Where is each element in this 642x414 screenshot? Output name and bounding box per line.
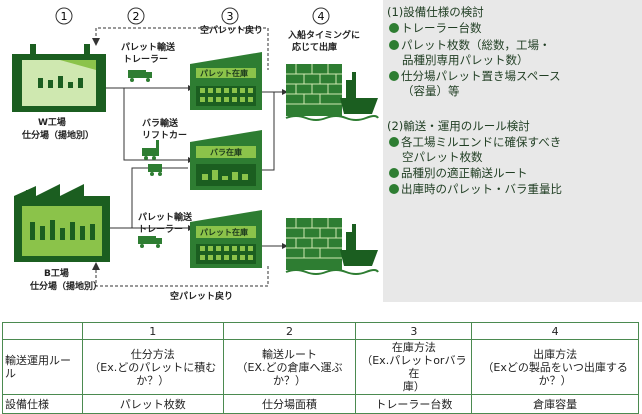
- svg-text:1: 1: [61, 10, 68, 23]
- trailer-icon-2: [138, 236, 162, 248]
- cell-line: か？）: [136, 373, 170, 387]
- table-row: 輸送運用ルール 仕分方法 （Ex.どのパレットに積む か？） 輸送ルート （EX…: [2, 339, 639, 395]
- table-cell: 輸送ルート （EX.どの倉庫へ運ぶか？）: [222, 339, 357, 395]
- section2-title: (2)輸送・運用のルール検討: [387, 119, 530, 133]
- return-arrowhead-bottom: [92, 262, 100, 270]
- svg-text:3: 3: [227, 10, 234, 23]
- pier-ship-bottom: [285, 218, 379, 275]
- table-column-header: 4: [471, 322, 639, 340]
- route-lines: [106, 87, 282, 247]
- cell-line: か？）: [538, 373, 572, 387]
- factory-w-label: W工場 仕分場（揚地別）: [21, 116, 94, 141]
- pier-ship-top: [285, 64, 379, 121]
- warehouse-pallet-2-label: パレット在庫: [200, 227, 248, 237]
- cell-line: 出庫方法: [533, 347, 578, 361]
- svg-text:2: 2: [133, 10, 140, 23]
- section2-item-2: 品種別の適正輸送ルート: [389, 165, 528, 181]
- section1-item-3-cont: （容量）等: [402, 84, 460, 98]
- table-column-header: 1: [81, 322, 224, 340]
- pallet-trailer-label-1: パレット輸送 トレーラー: [121, 41, 178, 65]
- table-column-header: 3: [355, 322, 473, 340]
- factory-b-illustration: [14, 184, 110, 262]
- warehouse-pallet-1-label: パレット在庫: [200, 68, 248, 78]
- bulk-forklift-label: バラ輸送 リフトカー: [142, 117, 187, 141]
- empty-pallet-return-bottom-label: 空パレット戻り: [170, 290, 233, 302]
- table-cell: 出庫方法 （Exどの製品をいつ出庫する か？）: [471, 339, 639, 395]
- cell-line: （Ex.どのパレットに積む: [89, 360, 217, 374]
- factory-w-illustration: [12, 44, 106, 112]
- empty-pallet-return-path: [95, 27, 269, 287]
- cell-line: 在庫方法: [391, 341, 436, 354]
- step-number-4: 4: [312, 7, 330, 25]
- table-cell: 仕分場面積: [222, 394, 357, 414]
- section1-title: (1)設備仕様の検討: [387, 5, 484, 19]
- section1-item-3: 仕分場パレット置き場スペース: [389, 68, 561, 84]
- logistics-flow-diagram: 1 2 3 4 空パレット戻り 空パレット戻り W工場 仕分場（揚地別）: [12, 7, 379, 302]
- warehouse-bulk-label: バラ在庫: [210, 147, 242, 157]
- table-corner-cell: [2, 322, 83, 340]
- operations-spec-table: 1 2 3 4 輸送運用ルール 仕分方法 （Ex.どのパレットに積む か？） 輸…: [2, 322, 639, 414]
- step-number-2: 2: [127, 7, 145, 25]
- table-cell: パレット枚数: [81, 394, 224, 414]
- cell-line: 庫）: [402, 380, 425, 393]
- trailer-icon: [128, 70, 152, 82]
- section2-item-1: 各工場ミルエンドに確保すべき: [389, 134, 561, 150]
- warehouse-pallet-2: [190, 210, 262, 268]
- warehouse-bulk: [190, 130, 262, 190]
- section1-item-1: トレーラー台数: [389, 20, 482, 36]
- cell-line: （EX.どの倉庫へ運ぶか？）: [236, 360, 343, 387]
- section1-item-2-cont: 品種別専用パレット数）: [402, 53, 529, 67]
- table-cell: 仕分方法 （Ex.どのパレットに積む か？）: [81, 339, 224, 395]
- table-header-row: 1 2 3 4: [2, 322, 639, 340]
- step-number-1: 1: [55, 7, 73, 25]
- section2-item-1-cont: 空パレット枚数: [402, 150, 483, 164]
- review-points-panel: (1)設備仕様の検討 トレーラー台数 パレット枚数（総数，工場・ 品種別専用パレ…: [383, 0, 642, 302]
- ship-timing-label: 入船タイミングに 応じて出庫: [287, 29, 363, 53]
- empty-pallet-return-top-label: 空パレット戻り: [200, 24, 263, 36]
- table-row-label: 輸送運用ルール: [2, 339, 83, 395]
- cell-line: （Ex.パレットorバラ在: [361, 354, 467, 380]
- svg-text:4: 4: [318, 10, 325, 23]
- warehouse-pallet-1: [190, 52, 262, 110]
- cell-line: 仕分方法: [130, 347, 175, 361]
- cell-line: 輸送ルート: [262, 347, 318, 361]
- forklift-icon: [142, 140, 162, 176]
- table-row: 設備仕様 パレット枚数 仕分場面積 トレーラー台数 倉庫容量: [2, 394, 639, 414]
- factory-b-label: B工場 仕分場（揚地別）: [29, 267, 102, 292]
- section1-item-2: パレット枚数（総数，工場・: [389, 37, 551, 53]
- table-cell: 在庫方法 （Ex.パレットorバラ在 庫）: [355, 339, 473, 395]
- cell-line: （Exどの製品をいつ出庫する: [482, 360, 628, 374]
- table-column-header: 2: [222, 322, 357, 340]
- return-arrowhead-top: [92, 38, 100, 46]
- step-number-3: 3: [221, 7, 239, 25]
- section2-item-3: 出庫時のパレット・バラ重量比: [389, 181, 562, 197]
- pallet-trailer-label-2: パレット輸送 トレーラー: [138, 211, 195, 235]
